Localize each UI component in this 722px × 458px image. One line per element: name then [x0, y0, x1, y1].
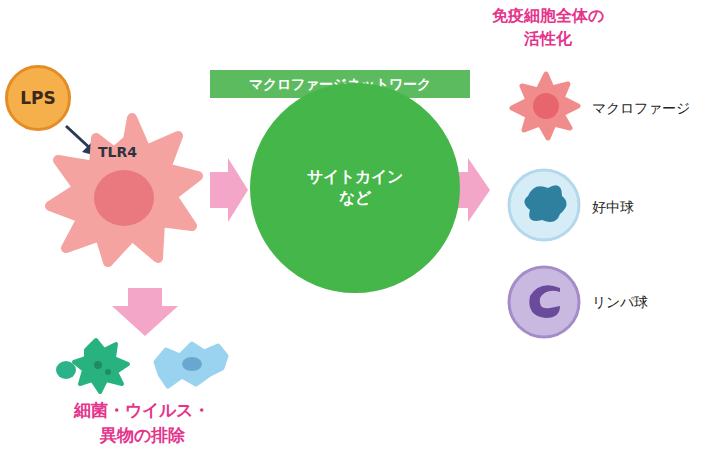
flow-arrow [210, 158, 248, 222]
cell-label: 好中球 [592, 197, 634, 217]
cytokine-circle: サイトカイン など [250, 83, 460, 293]
node-text: LPS [20, 87, 56, 109]
result-label: 細菌・ウイルス・ 異物の排除 [67, 398, 217, 447]
node-text: サイトカイン など [296, 167, 414, 209]
receptor-label: TLR4 [98, 142, 137, 162]
lps-circle: LPS [5, 65, 71, 131]
neutrophil-icon [509, 170, 579, 240]
result-heading: 免疫細胞全体の 活性化 [483, 4, 613, 50]
macrophage-icon [512, 74, 578, 138]
cell-label: マクロファージ [592, 98, 690, 118]
flow-arrow [112, 288, 178, 336]
macrophage-cell [50, 118, 198, 262]
cell-label: リンパ球 [592, 292, 648, 312]
bacteria-icons [56, 340, 226, 392]
lymphocyte-icon [509, 267, 579, 337]
